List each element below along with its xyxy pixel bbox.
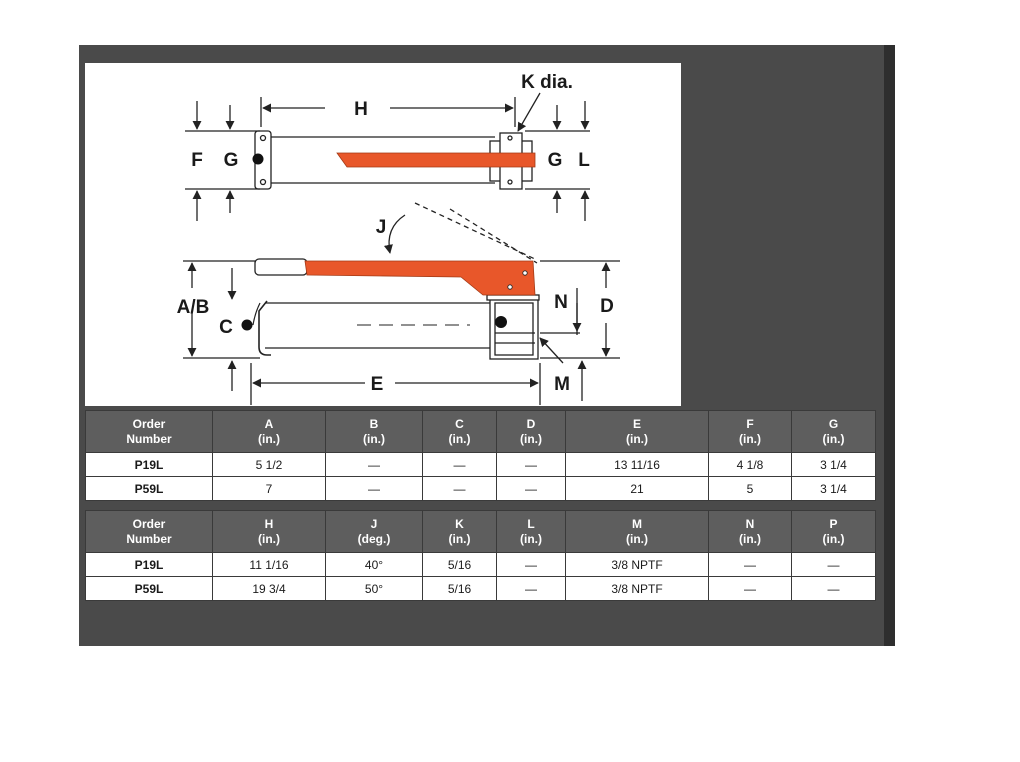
table-cell: — bbox=[496, 452, 566, 477]
col-header-a: A(in.) bbox=[212, 410, 326, 453]
handle-pin-bottom bbox=[507, 284, 513, 290]
col-header-m: M(in.) bbox=[565, 510, 709, 553]
side-check-ball bbox=[241, 319, 253, 331]
table-cell: 13 11/16 bbox=[565, 452, 709, 477]
table-row: P19L 11 1/16 40° 5/16 — 3/8 NPTF — — bbox=[85, 552, 876, 577]
side-handle bbox=[304, 260, 536, 296]
label-ab: A/B bbox=[177, 297, 210, 318]
label-e: E bbox=[371, 374, 384, 395]
col-header-l: L(in.) bbox=[496, 510, 566, 553]
label-k: K dia. bbox=[521, 72, 573, 93]
table-cell: 3 1/4 bbox=[791, 476, 876, 501]
col-header-p: P(in.) bbox=[791, 510, 876, 553]
col-header-d: D(in.) bbox=[496, 410, 566, 453]
col-header-c: C(in.) bbox=[422, 410, 497, 453]
cell-order-number: P19L bbox=[85, 552, 213, 577]
label-g-left: G bbox=[224, 150, 239, 171]
handle-grip bbox=[254, 258, 308, 276]
table-cell: 11 1/16 bbox=[212, 552, 326, 577]
table-cell: — bbox=[422, 452, 497, 477]
cell-order-number: P19L bbox=[85, 452, 213, 477]
table-cell: — bbox=[791, 552, 876, 577]
handle-pin-top bbox=[522, 270, 528, 276]
label-g-right: G bbox=[548, 150, 563, 171]
table-cell: — bbox=[496, 576, 566, 601]
table-cell: — bbox=[496, 552, 566, 577]
table-row: P59L 19 3/4 50° 5/16 — 3/8 NPTF — — bbox=[85, 576, 876, 601]
table-cell: 40° bbox=[325, 552, 423, 577]
table-cell: — bbox=[708, 552, 792, 577]
pump-dimension-diagram: H K dia. F G G L bbox=[85, 63, 681, 406]
table-cell: 7 bbox=[212, 476, 326, 501]
table-cell: 3/8 NPTF bbox=[565, 552, 709, 577]
col-header-h: H(in.) bbox=[212, 510, 326, 553]
table-cell: 50° bbox=[325, 576, 423, 601]
label-l: L bbox=[578, 150, 590, 171]
panel-edge bbox=[884, 45, 895, 646]
col-header-k: K(in.) bbox=[422, 510, 497, 553]
table-cell: — bbox=[422, 476, 497, 501]
table-row: P59L 7 — — — 21 5 3 1/4 bbox=[85, 476, 876, 501]
label-d: D bbox=[600, 296, 614, 317]
table-cell: 3 1/4 bbox=[791, 452, 876, 477]
cell-order-number: P59L bbox=[85, 576, 213, 601]
table-cell: 5 1/2 bbox=[212, 452, 326, 477]
label-c: C bbox=[219, 317, 233, 338]
col-header-n: N(in.) bbox=[708, 510, 792, 553]
side-view bbox=[183, 202, 620, 405]
table-cell: — bbox=[791, 576, 876, 601]
col-header-g: G(in.) bbox=[791, 410, 876, 453]
col-header-e: E(in.) bbox=[565, 410, 709, 453]
label-m: M bbox=[554, 374, 570, 395]
table-cell: 4 1/8 bbox=[708, 452, 792, 477]
col-header-j: J(deg.) bbox=[325, 510, 423, 553]
table-cell: 19 3/4 bbox=[212, 576, 326, 601]
label-h: H bbox=[354, 99, 368, 120]
table-row: P19L 5 1/2 — — — 13 11/16 4 1/8 3 1/4 bbox=[85, 452, 876, 477]
col-header-b: B(in.) bbox=[325, 410, 423, 453]
table-cell: — bbox=[325, 476, 423, 501]
col-header-f: F(in.) bbox=[708, 410, 792, 453]
table-cell: 5/16 bbox=[422, 552, 497, 577]
table-cell: — bbox=[496, 476, 566, 501]
cell-order-number: P59L bbox=[85, 476, 213, 501]
table-cell: — bbox=[325, 452, 423, 477]
table-cell: 5/16 bbox=[422, 576, 497, 601]
head-port bbox=[495, 316, 507, 328]
top-check-ball bbox=[252, 153, 264, 165]
label-f: F bbox=[191, 150, 203, 171]
table-cell: 21 bbox=[565, 476, 709, 501]
top-handle bbox=[336, 152, 536, 168]
table-cell: 3/8 NPTF bbox=[565, 576, 709, 601]
table-cell: — bbox=[708, 576, 792, 601]
label-j: J bbox=[376, 217, 387, 238]
label-n: N bbox=[554, 292, 568, 313]
table-cell: 5 bbox=[708, 476, 792, 501]
